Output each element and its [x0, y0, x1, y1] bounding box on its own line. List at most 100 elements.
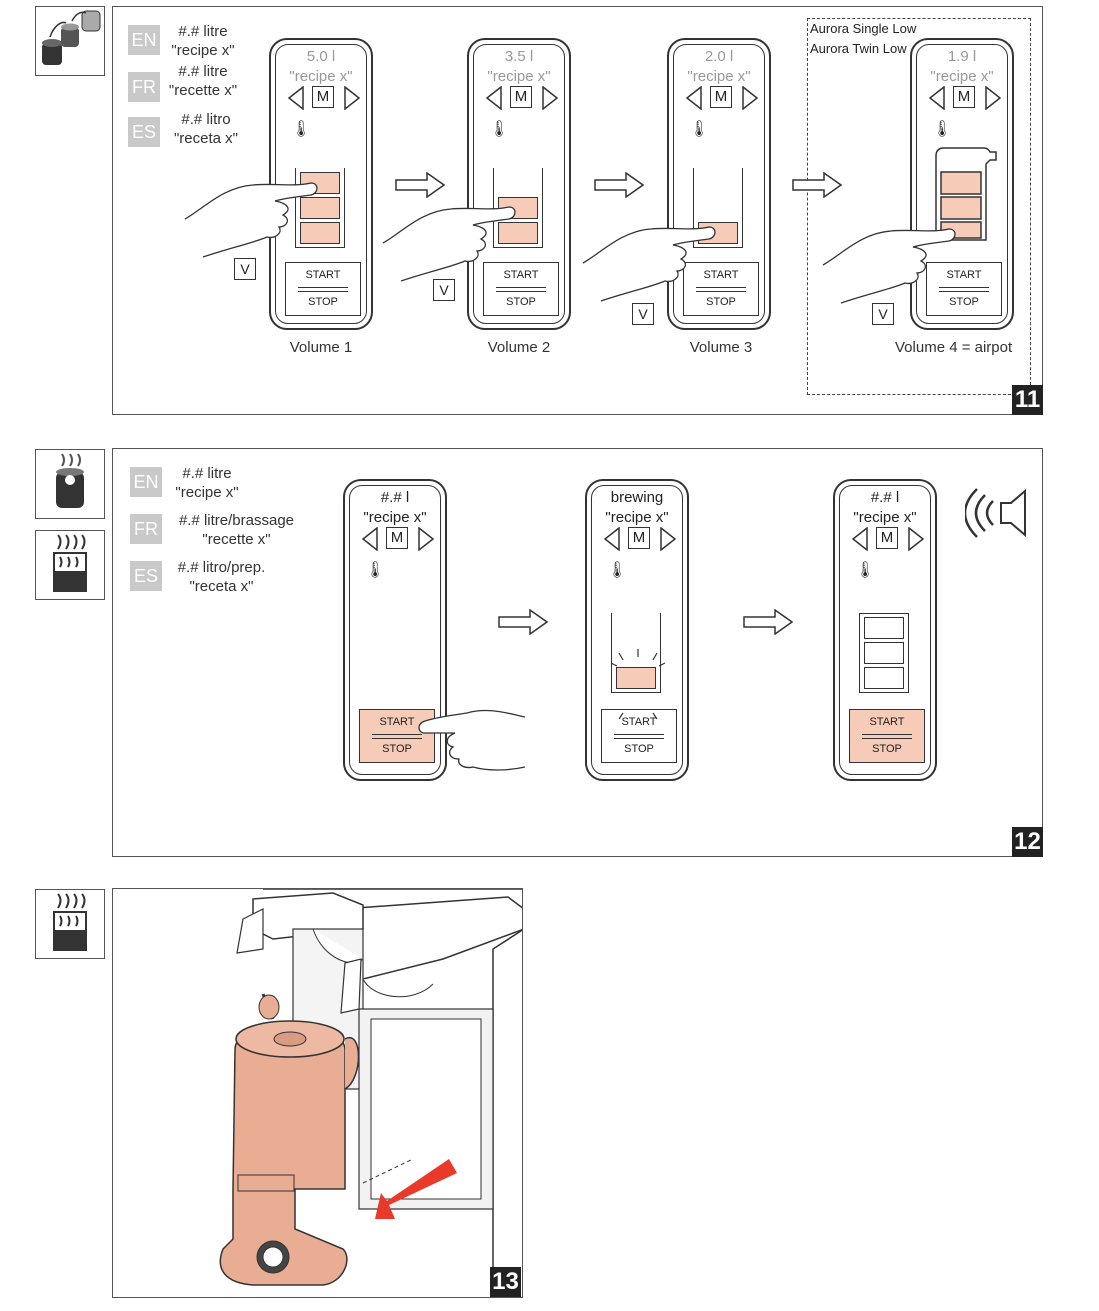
gauge-cell-blinking: [616, 667, 656, 689]
v-confirm-key: V: [632, 303, 654, 325]
lang-text-es: #.# litro"receta x": [173, 111, 238, 147]
hot-coffee-icon: [35, 530, 105, 600]
pointing-hand-icon: [822, 228, 956, 304]
volume-gauge: [493, 168, 543, 248]
step-13-panel: 13: [112, 888, 523, 1298]
lang-code-es: ES: [128, 117, 160, 147]
gauge-cell[interactable]: [300, 222, 340, 244]
pointing-hand-icon: [418, 709, 526, 771]
gauge-cell[interactable]: [864, 642, 904, 664]
arrow-left-icon[interactable]: [685, 86, 703, 110]
v-confirm-key: V: [234, 258, 256, 280]
arrow-left-icon[interactable]: [851, 527, 869, 551]
menu-button[interactable]: M: [312, 86, 334, 108]
caption-volume-1: Volume 1: [289, 339, 353, 356]
pointing-hand-icon: [582, 226, 716, 302]
arrow-right-icon[interactable]: [659, 527, 677, 551]
blink-indicator-icon: [610, 649, 666, 720]
next-arrow-icon: [498, 609, 548, 635]
arrow-right-icon[interactable]: [343, 86, 361, 110]
display-recipe: "recipe x": [853, 509, 917, 526]
thermometer-icon: 🌡: [489, 121, 510, 138]
next-arrow-icon: [743, 609, 793, 635]
arrow-left-icon[interactable]: [928, 86, 946, 110]
menu-button[interactable]: M: [510, 86, 532, 108]
arrow-right-icon[interactable]: [984, 86, 1002, 110]
arrow-right-icon[interactable]: [741, 86, 759, 110]
brewing-airpot-icon: [35, 449, 105, 519]
display-recipe: "recipe x": [930, 68, 994, 85]
thermometer-icon: 🌡: [932, 121, 953, 138]
next-arrow-icon: [594, 172, 644, 198]
caption-volume-2: Volume 2: [487, 339, 551, 356]
display-recipe: "recipe x": [687, 68, 751, 85]
sound-signal-icon: [965, 488, 1026, 538]
display-volume: 3.5 l: [504, 48, 534, 65]
step-number-13: 13: [490, 1267, 521, 1297]
display-recipe: "recipe x": [487, 68, 551, 85]
gauge-cell[interactable]: [864, 667, 904, 689]
thermometer-icon: 🌡: [607, 562, 628, 579]
lang-code-fr: FR: [130, 514, 162, 544]
v-confirm-key: V: [872, 303, 894, 325]
hot-coffee-icon: [35, 889, 105, 959]
airpot-outline-icon: [935, 147, 997, 241]
menu-button[interactable]: M: [876, 527, 898, 549]
volume-gauge: [859, 613, 909, 693]
display-status: brewing: [610, 489, 664, 506]
lang-code-fr: FR: [128, 72, 160, 102]
lang-text-en: #.# litre"recipe x": [171, 23, 235, 59]
next-arrow-icon: [792, 172, 842, 198]
arrow-left-icon[interactable]: [603, 527, 621, 551]
arrow-right-icon[interactable]: [907, 527, 925, 551]
thermometer-icon: 🌡: [365, 562, 386, 579]
menu-button[interactable]: M: [628, 527, 650, 549]
step-number-11: 11: [1012, 385, 1043, 415]
lang-code-en: EN: [128, 25, 160, 55]
arrow-left-icon[interactable]: [287, 86, 305, 110]
lang-text-fr: #.# litre/brassage"recette x": [178, 512, 295, 548]
menu-button[interactable]: M: [953, 86, 975, 108]
aurora-models-box: [807, 18, 1031, 395]
lang-code-en: EN: [130, 467, 162, 497]
gauge-cell[interactable]: [498, 222, 538, 244]
display-volume: 1.9 l: [947, 48, 977, 65]
arrow-right-icon[interactable]: [541, 86, 559, 110]
step-11-panel: EN #.# litre"recipe x" FR #.# litre"rece…: [112, 6, 1043, 415]
caption-volume-4: Volume 4 = airpot: [895, 339, 1013, 356]
volume-gauge: [611, 613, 661, 693]
lang-text-fr: #.# litre"recette x": [168, 63, 238, 99]
display-recipe: "recipe x": [289, 68, 353, 85]
lang-code-es: ES: [130, 561, 162, 591]
gauge-cell[interactable]: [864, 617, 904, 639]
arrow-right-icon[interactable]: [417, 527, 435, 551]
menu-button[interactable]: M: [710, 86, 732, 108]
step-number-12: 12: [1012, 827, 1043, 857]
v-confirm-key: V: [433, 279, 455, 301]
arrow-left-icon[interactable]: [485, 86, 503, 110]
thermometer-icon: 🌡: [291, 121, 312, 138]
display-recipe: "recipe x": [363, 509, 427, 526]
menu-button[interactable]: M: [386, 527, 408, 549]
arrow-left-icon[interactable]: [361, 527, 379, 551]
airpot-swap-icon: [35, 6, 105, 76]
pointing-hand-icon: [184, 182, 318, 258]
aurora-twin-low-label: Aurora Twin Low: [810, 41, 907, 56]
thermometer-icon: 🌡: [855, 562, 876, 579]
next-arrow-icon: [395, 172, 445, 198]
lang-text-es: #.# litro/prep."receta x": [177, 559, 266, 595]
gauge-cell[interactable]: [300, 197, 340, 219]
